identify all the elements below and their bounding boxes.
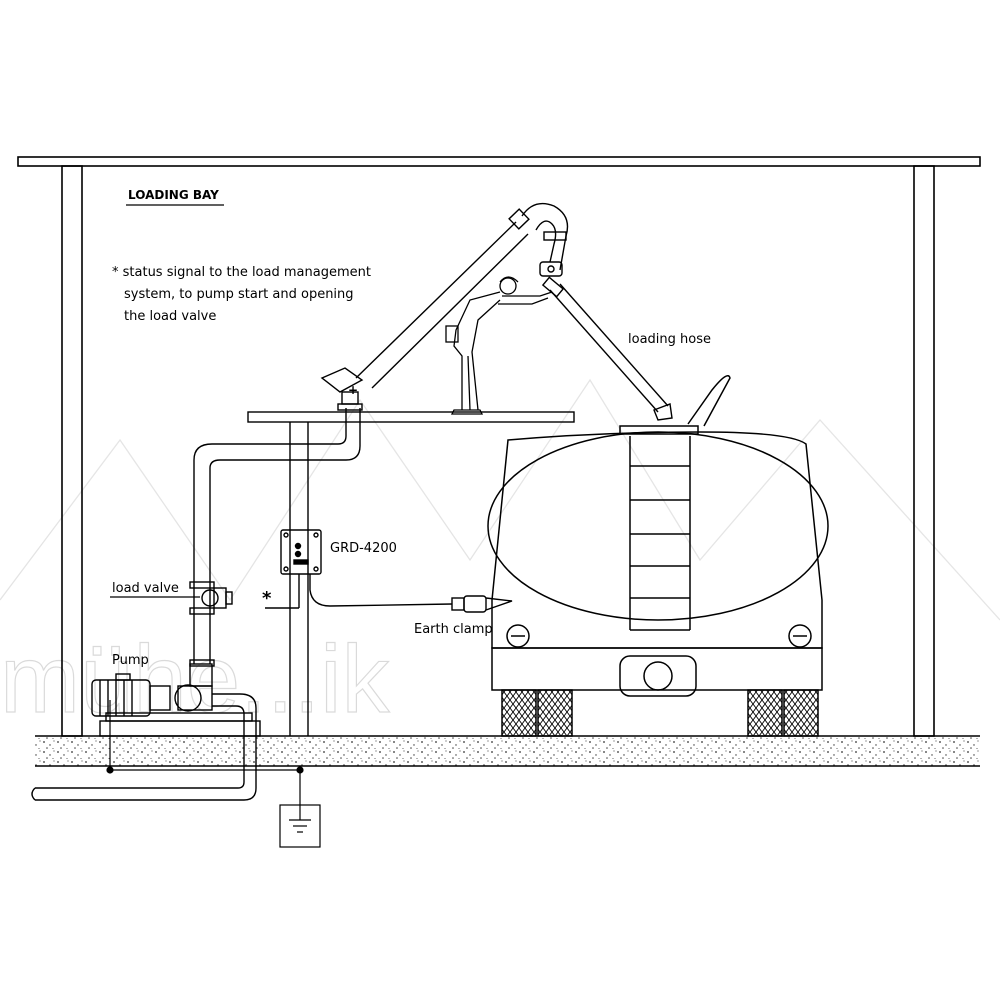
- plus-label: +: [348, 383, 358, 397]
- note-line-3: the load valve: [124, 309, 216, 324]
- earth-clamp-label: Earth clamp: [414, 622, 493, 637]
- note-line-1: * status signal to the load management: [112, 265, 371, 280]
- diagram-labels: LOADING BAY * status signal to the load …: [110, 188, 711, 668]
- watermark-text: mühe...ik: [0, 626, 390, 733]
- platform: [247, 411, 575, 736]
- tanker-truck: [487, 375, 829, 737]
- asterisk-label: *: [262, 588, 272, 609]
- earth-clamp: [451, 595, 513, 613]
- operator: [445, 276, 553, 415]
- pump-label: Pump: [112, 653, 149, 668]
- grd-device: [265, 529, 453, 609]
- load-valve-label: load valve: [112, 581, 179, 596]
- load-valve: [189, 581, 233, 615]
- pump-volute: [174, 684, 202, 712]
- loading-arm: [320, 202, 673, 421]
- note-line-2: system, to pump start and opening: [124, 287, 354, 302]
- loading-hose-label: loading hose: [628, 332, 711, 347]
- supply-pipe: [31, 693, 257, 801]
- riser-pipe: [189, 408, 361, 667]
- platform-deck: [247, 411, 575, 423]
- watermark: mühe...ik: [0, 378, 1000, 734]
- device-label: GRD-4200: [330, 541, 397, 556]
- earthing-line: [106, 700, 321, 848]
- pump: [91, 663, 261, 737]
- ground: [35, 735, 980, 767]
- title-label: LOADING BAY: [128, 188, 219, 202]
- right-column: [913, 165, 935, 737]
- roof-beam: [17, 156, 981, 167]
